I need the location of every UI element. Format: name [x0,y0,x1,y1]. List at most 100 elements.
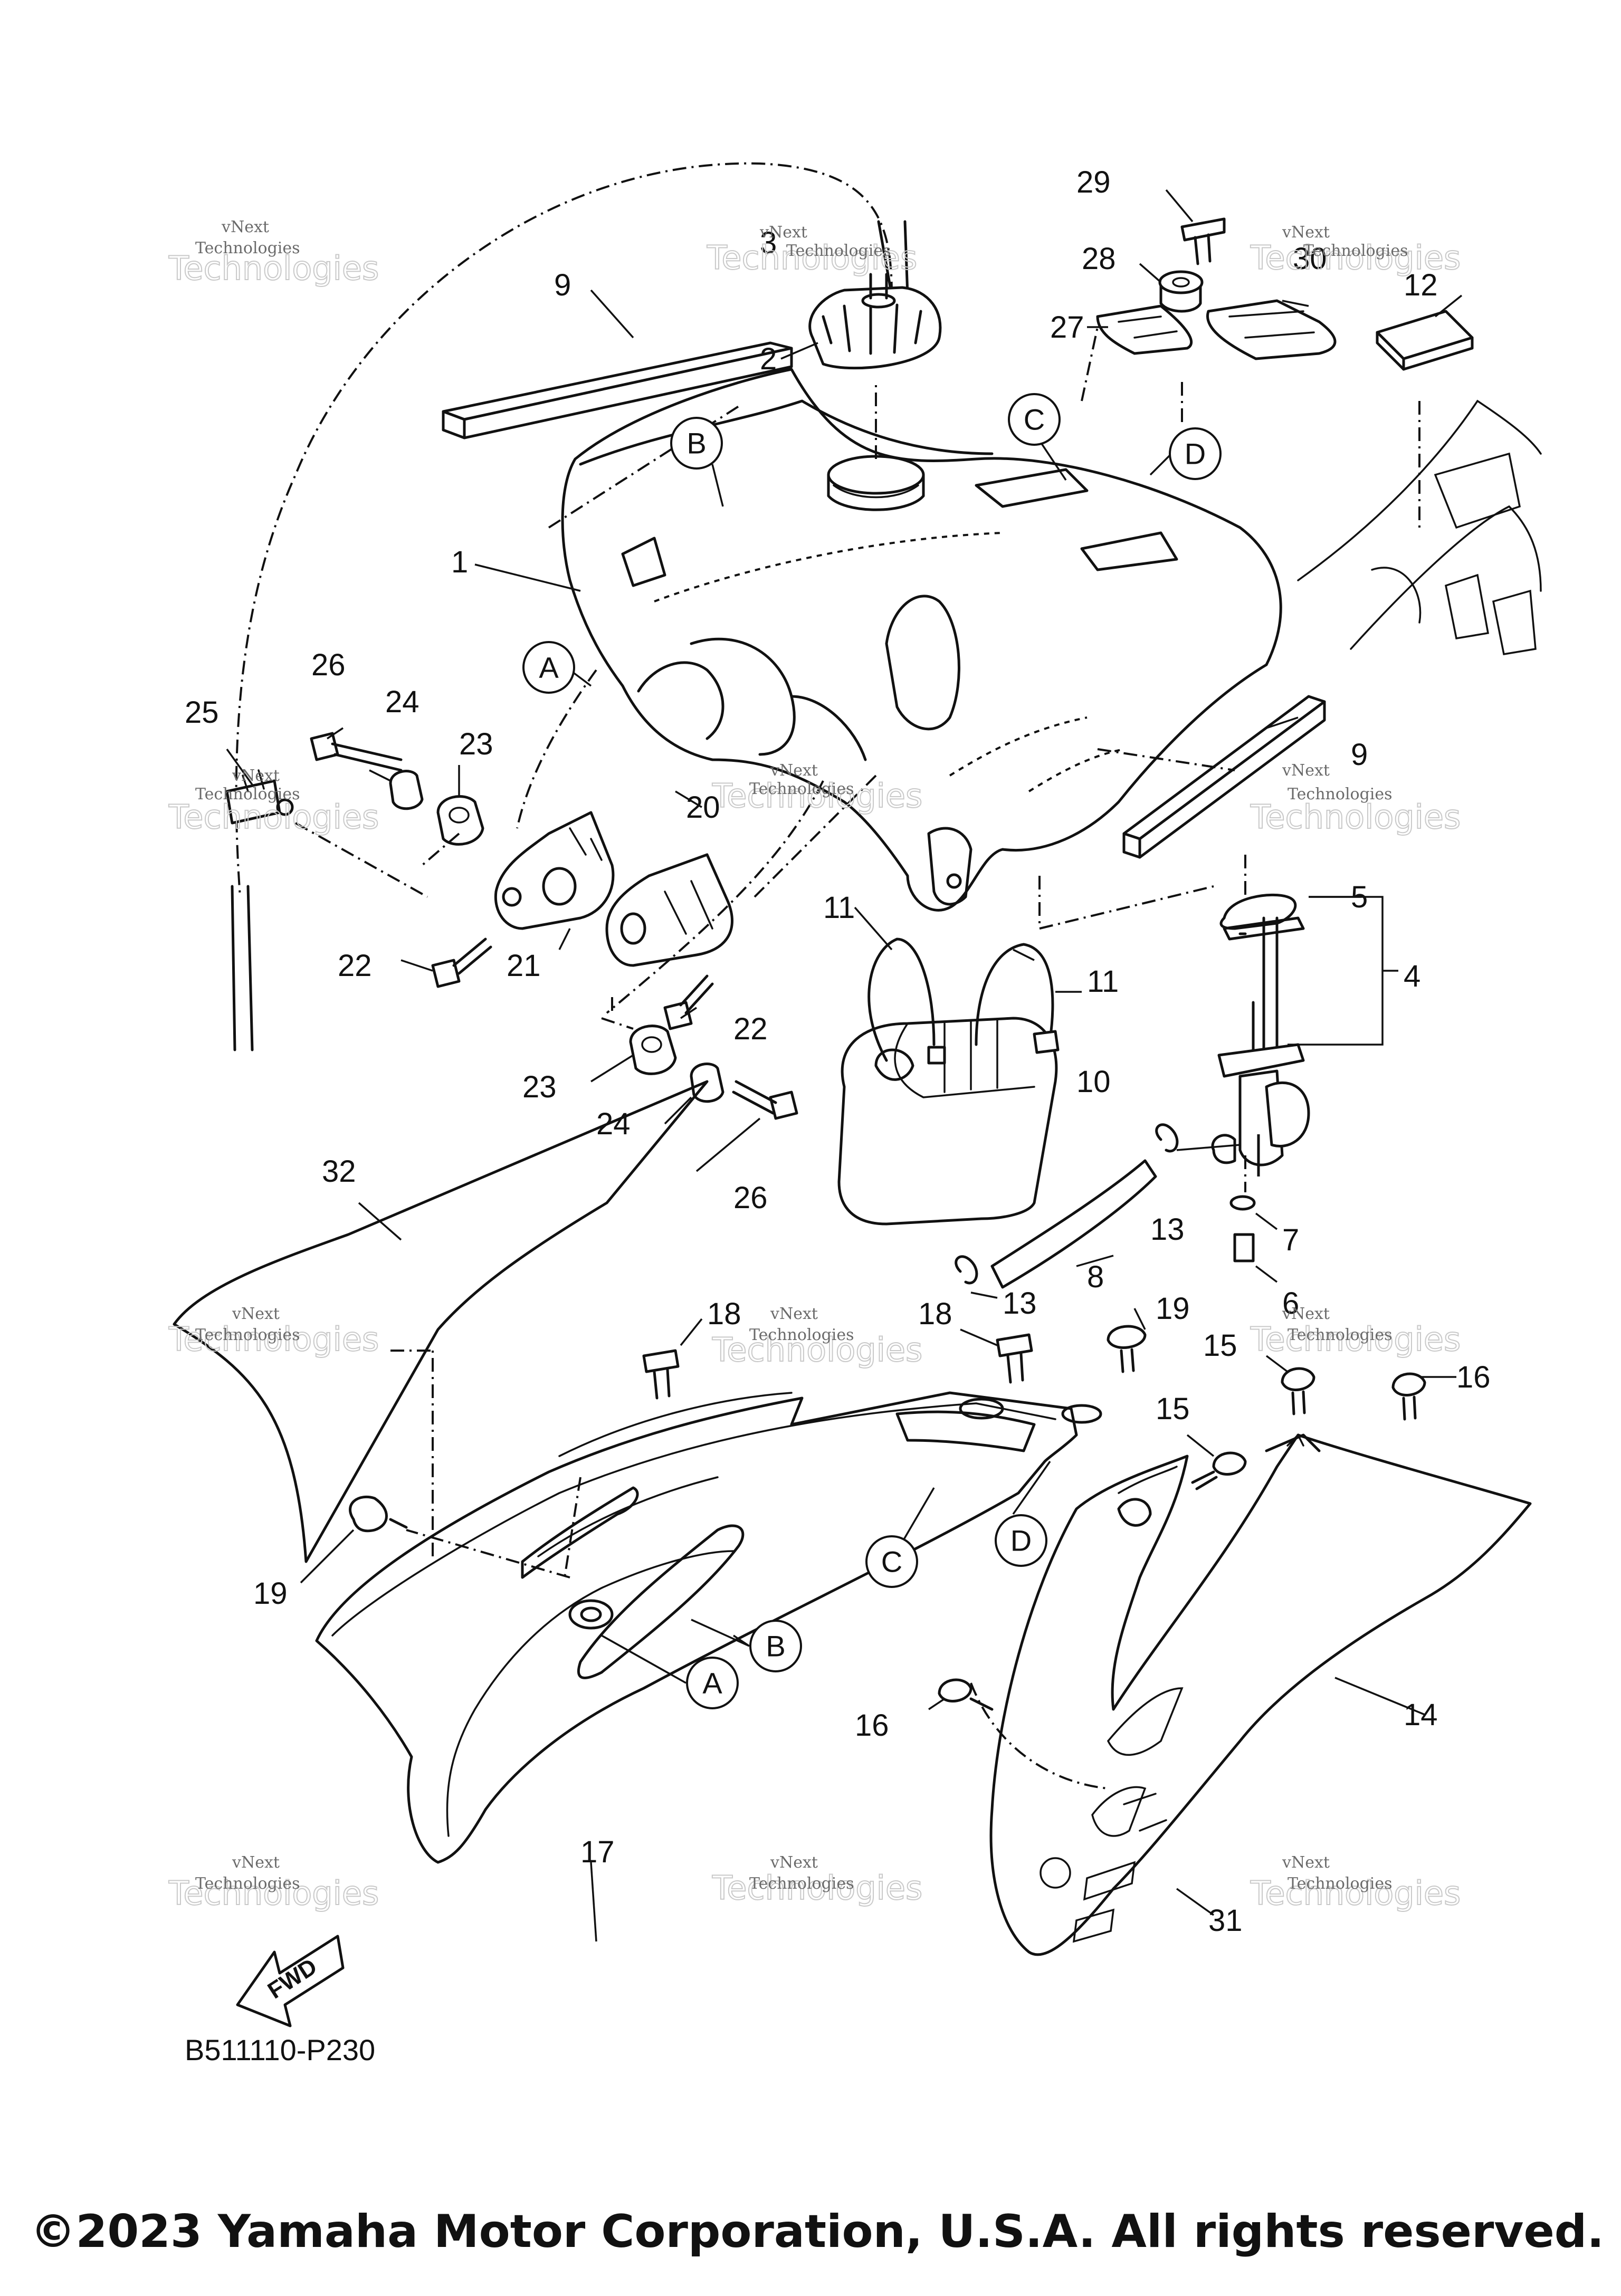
part-band-30 [1206,299,1337,360]
watermark-4: Technologies vNext Technologies [168,767,379,837]
watermark-12: Technologies vNext Technologies [1250,1853,1461,1913]
part-guard-10 [837,1017,1058,1226]
svg-text:Technologies: Technologies [749,780,854,798]
svg-text:vNext: vNext [770,761,818,780]
svg-text:Technologies: Technologies [1250,238,1461,277]
watermark-7: Technologies vNext Technologies [168,1305,379,1359]
callout-7: 7 [1282,1223,1299,1257]
svg-text:A: A [539,651,559,684]
callout-14: 14 [1404,1698,1438,1732]
part-fuel-tank [561,368,1282,912]
svg-text:D: D [1010,1524,1032,1557]
part-band-27 [1096,304,1193,355]
callout-22-right: 22 [733,1012,768,1046]
svg-text:B: B [686,427,706,460]
part-side-cover-17 [315,1391,1078,1864]
part-band-11 [867,937,1060,1065]
part-bolt-26 [310,732,798,1120]
svg-text:Technologies: Technologies [195,785,300,803]
callout-27: 27 [1050,310,1084,345]
part-rubber-23 [436,795,677,1075]
ref-b-upper: B [670,417,723,470]
ref-a-lower: A [686,1657,739,1709]
svg-text:vNext: vNext [759,223,807,242]
callout-19-right: 19 [1156,1292,1190,1326]
part-foam-strip-lower [1122,695,1326,859]
part-bolt-16 [938,1372,1426,1711]
callout-29: 29 [1076,165,1111,199]
callout-26-lower: 26 [733,1181,768,1215]
svg-text:Technologies: Technologies [1288,785,1393,803]
callout-12: 12 [1404,268,1438,302]
part-decal-32 [173,1080,709,1563]
callout-22-left: 22 [338,949,372,983]
svg-text:Technologies: Technologies [749,1326,854,1344]
svg-text:Technologies: Technologies [749,1874,854,1893]
svg-text:Technologies: Technologies [168,1874,379,1912]
callout-9-upper: 9 [554,268,571,302]
watermark-2: Technologies vNext Technologies [706,223,918,278]
part-decal-31 [1040,1687,1184,1943]
part-vent-hose [231,162,909,1051]
callout-1: 1 [451,545,468,579]
callout-8: 8 [1087,1260,1104,1294]
svg-text:vNext: vNext [221,218,269,236]
callout-13-right: 13 [1150,1212,1185,1247]
part-hose-clips [955,1123,1179,1285]
svg-text:Technologies: Technologies [786,242,891,260]
reference-letters: A A B B C C D D [522,393,1222,1709]
svg-text:Technologies: Technologies [1288,1326,1393,1344]
svg-text:Technologies: Technologies [195,1874,300,1893]
ref-c-lower: C [865,1535,918,1588]
svg-text:Technologies: Technologies [712,1869,922,1907]
part-bolt-15 [1191,1367,1315,1490]
part-screw-29 [1180,217,1226,265]
callout-21: 21 [507,949,541,983]
copyright-notice: ©2023 Yamaha Motor Corporation, U.S.A. A… [30,2205,1605,2258]
svg-text:Technologies: Technologies [1288,1874,1393,1893]
svg-text:Technologies: Technologies [1250,798,1461,836]
part-fuel-cap [808,273,942,370]
watermark-8: Technologies vNext Technologies [711,1305,923,1370]
callout-6: 6 [1282,1286,1299,1321]
svg-text:B: B [766,1630,785,1663]
svg-text:D: D [1185,437,1206,471]
frame-outline [1297,399,1542,656]
ref-c-upper: C [1008,393,1061,446]
ref-d-upper: D [1169,427,1222,480]
callout-5: 5 [1351,880,1368,914]
svg-text:vNext: vNext [1282,1305,1330,1323]
callout-31: 31 [1208,1903,1243,1938]
svg-text:Technologies: Technologies [1250,1320,1461,1359]
svg-text:Technologies: Technologies [195,1326,300,1344]
watermark-6: Technologies vNext Technologies [1250,761,1461,837]
part-fuel-cock [1211,916,1310,1262]
callout-10: 10 [1076,1065,1111,1099]
svg-text:Technologies: Technologies [195,239,300,257]
part-bracket-21 [494,811,615,930]
diagram-code: B511110-P230 [185,2033,375,2067]
part-pad [1376,310,1474,371]
watermark-11: Technologies vNext Technologies [711,1853,923,1908]
callout-23-upper: 23 [459,727,493,761]
callout-26-upper: 26 [311,648,346,682]
svg-text:vNext: vNext [770,1305,818,1323]
svg-text:Technologies: Technologies [712,777,922,815]
svg-text:Technologies: Technologies [168,1320,379,1359]
callout-23-lower: 23 [522,1070,557,1104]
callout-28: 28 [1082,242,1116,276]
callout-4: 4 [1404,959,1420,993]
part-side-cover-14 [989,1433,1532,1956]
svg-text:vNext: vNext [770,1853,818,1872]
part-clamp-25 [225,769,294,825]
svg-text:Technologies: Technologies [1303,242,1408,260]
callout-16-left: 16 [855,1708,889,1743]
svg-text:C: C [1024,403,1045,436]
svg-text:vNext: vNext [232,1853,280,1872]
svg-text:A: A [702,1667,722,1700]
svg-text:vNext: vNext [1282,761,1330,780]
part-grommets [568,1398,1102,1630]
ref-d-lower: D [995,1514,1047,1567]
watermark-10: Technologies vNext Technologies [168,1853,379,1913]
